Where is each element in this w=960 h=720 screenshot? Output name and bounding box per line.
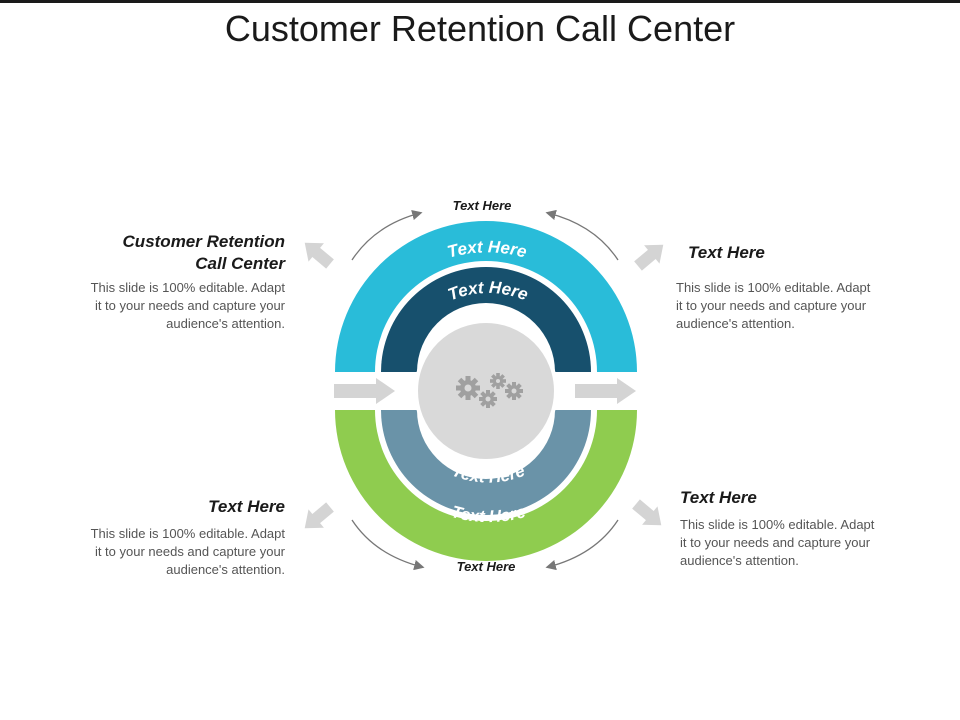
body-line: it to your needs and capture your bbox=[94, 298, 285, 313]
top-rule bbox=[0, 0, 960, 3]
inner-bottom-ring bbox=[381, 410, 591, 515]
top-left-heading-line1: Customer Retention bbox=[122, 232, 285, 251]
slide-title: Customer Retention Call Center bbox=[224, 8, 736, 49]
outer-bottom-ring bbox=[335, 410, 637, 561]
bottom-right-curved-arrow bbox=[545, 519, 619, 571]
body-line: audience's attention. bbox=[676, 316, 795, 331]
body-line: audience's attention. bbox=[166, 316, 285, 331]
bottom-connector-label: Text Here bbox=[456, 559, 516, 574]
body-line: audience's attention. bbox=[166, 562, 285, 577]
body-line: it to your needs and capture your bbox=[676, 298, 867, 313]
gears-icon bbox=[456, 373, 523, 408]
left-horizontal-arrow bbox=[334, 378, 395, 404]
bottom-right-heading: Text Here bbox=[680, 488, 757, 507]
body-line: it to your needs and capture your bbox=[680, 535, 871, 550]
bottom-right-body: This slide is 100% editable. Adapt it to… bbox=[680, 516, 930, 570]
body-line: This slide is 100% editable. Adapt bbox=[90, 280, 285, 295]
bottom-left-diagonal-arrow bbox=[304, 502, 334, 529]
top-right-body: This slide is 100% editable. Adapt it to… bbox=[676, 279, 926, 333]
bottom-right-diagonal-arrow bbox=[632, 499, 662, 526]
bottom-left-curved-arrow bbox=[351, 519, 425, 571]
top-left-diagonal-arrow bbox=[304, 242, 334, 269]
body-line: audience's attention. bbox=[680, 553, 799, 568]
top-left-heading: Customer Retention Call Center bbox=[60, 231, 285, 275]
bottom-left-body: This slide is 100% editable. Adapt it to… bbox=[40, 525, 285, 579]
top-right-curved-arrow bbox=[545, 209, 619, 261]
body-line: it to your needs and capture your bbox=[94, 544, 285, 559]
top-right-heading: Text Here bbox=[688, 243, 765, 262]
bottom-left-heading: Text Here bbox=[208, 497, 285, 516]
top-left-heading-line2: Call Center bbox=[195, 254, 285, 273]
inner-top-ring bbox=[381, 267, 591, 372]
top-left-curved-arrow bbox=[351, 209, 423, 261]
body-line: This slide is 100% editable. Adapt bbox=[90, 526, 285, 541]
right-horizontal-arrow bbox=[575, 378, 636, 404]
top-left-body: This slide is 100% editable. Adapt it to… bbox=[40, 279, 285, 333]
top-connector-label: Text Here bbox=[452, 198, 512, 213]
body-line: This slide is 100% editable. Adapt bbox=[680, 517, 875, 532]
top-right-diagonal-arrow bbox=[634, 244, 664, 271]
body-line: This slide is 100% editable. Adapt bbox=[676, 280, 871, 295]
outer-top-ring bbox=[335, 221, 637, 372]
